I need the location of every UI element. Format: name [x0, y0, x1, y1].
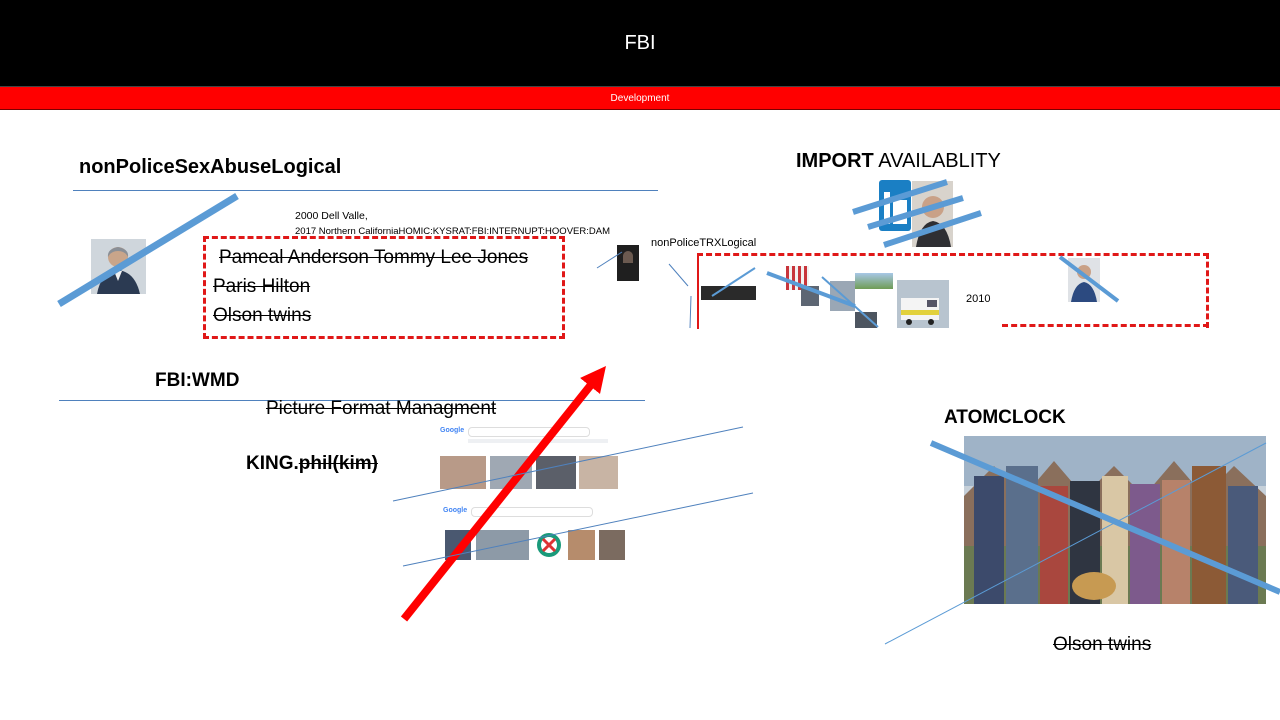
thin-line-5	[689, 295, 692, 329]
portrait-photo-import	[912, 181, 953, 247]
left-rule	[73, 190, 658, 191]
portrait-photo-left	[91, 239, 146, 294]
trx-box-bottom-edge	[1002, 324, 1209, 327]
trx-thumb-portrait	[1068, 258, 1100, 302]
left-heading: nonPoliceSexAbuseLogical	[79, 156, 342, 178]
picture-format-label: Picture Format Managment	[266, 398, 497, 419]
book-cover-thumbnail	[617, 245, 639, 281]
trx-thumb-photo-2	[830, 281, 855, 311]
result-photo-5	[445, 530, 471, 560]
import-heading: IMPORT AVAILABLITY	[796, 150, 1001, 173]
search-box	[468, 427, 590, 437]
import-heading-bold: IMPORT	[796, 150, 874, 172]
google-logo-2: Google	[443, 507, 468, 514]
king-prefix: KING.	[246, 453, 299, 474]
search-box-2	[471, 507, 593, 517]
trx-thumb-photo-1	[801, 286, 819, 306]
title-bar: FBI	[0, 0, 1280, 87]
result-logo	[534, 530, 564, 560]
subtitle-bar: Development	[0, 87, 1280, 110]
trx-box-left-edge	[697, 253, 699, 329]
search-tabs	[468, 439, 608, 443]
trx-thumb-photo-3	[855, 312, 877, 328]
wmd-heading: FBI:WMD	[155, 370, 240, 391]
linkedin-icon	[879, 180, 911, 231]
year-label: 2010	[966, 293, 991, 305]
result-photo-1	[440, 456, 486, 489]
trx-box-right-edge	[1206, 253, 1209, 328]
trx-thumb-banner	[701, 286, 756, 300]
result-photo-2	[490, 456, 532, 489]
trx-thumb-van	[897, 280, 949, 328]
result-photo-8	[599, 530, 625, 560]
result-photo-7	[568, 530, 595, 560]
result-photo-4	[579, 456, 618, 489]
page-title: FBI	[624, 31, 656, 54]
middle-rule	[59, 400, 645, 401]
subtitle-text: Development	[610, 92, 670, 104]
struck-name-1: Pameal Anderson Tommy Lee Jones	[219, 247, 529, 268]
trx-label: nonPoliceTRXLogical	[651, 237, 757, 249]
trx-box-top-edge	[697, 253, 1209, 256]
thin-line-4	[668, 263, 689, 287]
book-cover-figure	[623, 251, 633, 263]
struck-name-2: Paris Hilton	[213, 276, 311, 297]
google-logo: Google	[440, 427, 465, 434]
location-note-1: 2000 Dell Valle,	[295, 210, 368, 222]
bottom-caption: Olson twins	[1053, 634, 1152, 655]
struck-name-3: Olson twins	[213, 305, 312, 326]
import-heading-rest: AVAILABLITY	[873, 150, 1001, 172]
result-photo-3	[536, 456, 576, 489]
atomclock-heading: ATOMCLOCK	[944, 407, 1066, 428]
result-photo-6	[476, 530, 529, 560]
group-photo	[964, 436, 1266, 604]
king-label: KING.phil(kim)	[246, 453, 378, 475]
search-results-thumbnail-2: Google	[441, 505, 627, 562]
trx-thumb-landscape	[855, 273, 893, 289]
king-struck-name: phil(kim)	[298, 453, 378, 474]
location-note-2: 2017 Northern CaliforniaHOMIC:KYSRAT:FBI…	[295, 226, 610, 237]
search-results-thumbnail-1: Google	[438, 424, 620, 491]
